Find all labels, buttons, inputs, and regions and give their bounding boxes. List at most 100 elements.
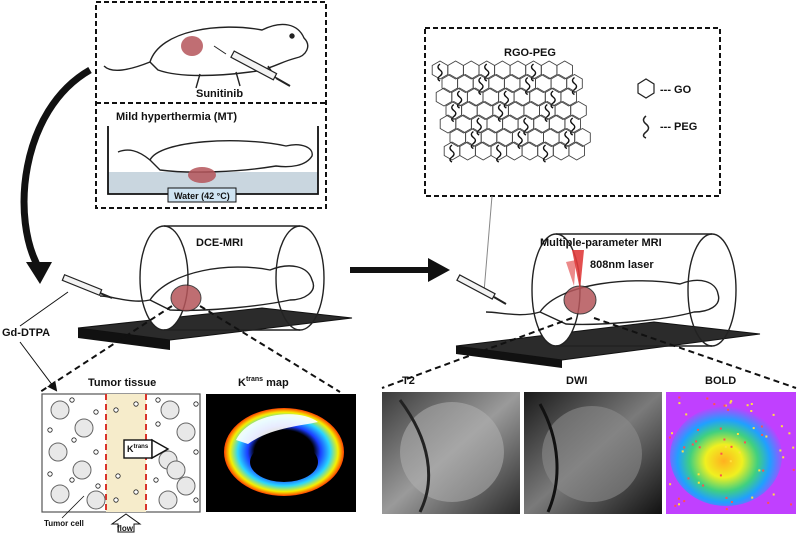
treatment-panel-border xyxy=(95,1,327,209)
peg-legend: --- PEG xyxy=(642,115,697,139)
contrast-particle xyxy=(93,449,99,455)
hexagon-cell xyxy=(439,114,457,134)
tumor-cell xyxy=(50,484,70,504)
zoom-line-right-a xyxy=(381,317,573,389)
hexagon-cell xyxy=(568,141,585,161)
bold-heatmap xyxy=(670,406,782,506)
hexagon-cell xyxy=(455,114,472,134)
bold-speckle xyxy=(683,500,686,503)
peg-chain xyxy=(496,144,502,163)
go-legend: --- GO xyxy=(637,78,692,99)
mouse-dce xyxy=(99,265,315,312)
peg-chain xyxy=(484,63,490,82)
tumor-cell xyxy=(72,460,92,480)
bold-speckle xyxy=(752,427,755,430)
scanner-table-left-edge xyxy=(78,328,170,350)
bold-speckle xyxy=(730,501,733,503)
tumor-cell xyxy=(176,476,196,496)
mild-hyperthermia-label: Mild hyperthermia (MT) xyxy=(116,111,237,123)
contrast-particle xyxy=(155,421,161,427)
hexagon-cell xyxy=(482,87,500,107)
legend-peg-label: --- PEG xyxy=(660,121,697,133)
t2-title: T2 xyxy=(402,375,415,387)
peg-chain xyxy=(530,63,537,82)
t2-tumor-region xyxy=(400,402,504,502)
bold-speckle xyxy=(706,397,709,400)
syringe-rgo-icon xyxy=(456,274,507,305)
bold-speckle xyxy=(760,425,763,428)
tumor-dce xyxy=(170,284,202,312)
flow-label: flow xyxy=(117,524,134,533)
hexagon-cell xyxy=(540,60,558,80)
tumor-tissue-panel: Tumor tissue Ktrans Tumor cell flow xyxy=(41,377,201,533)
contrast-particle xyxy=(69,477,75,483)
bold-noise xyxy=(668,396,795,511)
hexagon-cell xyxy=(548,114,566,134)
peg-chain xyxy=(550,90,556,109)
legend-go-label: --- GO xyxy=(660,84,692,96)
straight-arrow-head xyxy=(428,258,450,282)
zoom-line-right-b xyxy=(593,317,797,389)
peg-wave-icon xyxy=(642,115,650,139)
hexagon-cell xyxy=(466,87,484,107)
peg-chain xyxy=(437,63,443,82)
bold-speckle xyxy=(724,445,727,448)
bold-speckle xyxy=(767,501,770,504)
bold-speckle xyxy=(713,403,716,406)
peg-chain xyxy=(525,76,531,96)
scanner-right-ring-back xyxy=(687,233,737,347)
tumor-cell xyxy=(160,400,180,420)
water-temp-box xyxy=(167,187,237,203)
contrast-particle xyxy=(69,397,75,403)
bold-speckle xyxy=(727,408,730,411)
hexagon-cell xyxy=(496,127,513,148)
hexagon-cell xyxy=(535,73,552,94)
bold-speckle xyxy=(678,503,680,506)
hexagon-cell xyxy=(552,141,570,161)
bold-speckle xyxy=(746,404,749,407)
contrast-particle xyxy=(113,407,119,413)
curved-arrow xyxy=(20,66,92,272)
bold-speckle xyxy=(724,404,727,407)
bold-speckle xyxy=(782,456,785,459)
hexagon-cell xyxy=(447,60,464,80)
bold-speckle xyxy=(765,435,768,438)
hexagon-cell xyxy=(527,127,544,148)
peg-chain xyxy=(544,103,551,123)
bold-speckle xyxy=(695,440,698,443)
bold-speckle xyxy=(772,493,775,496)
hexagon-cell xyxy=(435,87,453,107)
contrast-particle xyxy=(193,449,199,455)
hexagon-cell xyxy=(566,73,583,94)
hexagon-cell xyxy=(480,127,498,148)
bold-speckle xyxy=(772,413,775,416)
hexagon-cell xyxy=(543,127,560,148)
dce-mri-label: DCE-MRI xyxy=(196,237,243,249)
laser-beam xyxy=(572,250,584,290)
bold-speckle xyxy=(792,468,795,471)
hexagon-cell xyxy=(533,114,550,134)
laser-label: 808nm laser xyxy=(590,259,654,271)
contrast-particle xyxy=(133,489,139,495)
contrast-particle xyxy=(113,497,119,503)
gd-pointer-line xyxy=(19,291,69,327)
bold-speckle xyxy=(681,450,684,453)
scanner-right-bore xyxy=(556,233,712,347)
scanner-bore xyxy=(164,225,300,331)
scanner-ring-back xyxy=(275,225,325,331)
bold-speckle xyxy=(750,410,753,412)
treatment-panel: Sunitinib Mild hyperthermia (MT) Water (… xyxy=(95,1,327,209)
bold-speckle xyxy=(790,503,792,506)
bold-speckle xyxy=(788,432,791,435)
peg-chain xyxy=(503,90,510,109)
t2-edge xyxy=(398,399,431,513)
hexagon-cell xyxy=(509,60,527,80)
hexagon-cell xyxy=(513,87,531,107)
hexagon-cell xyxy=(506,141,523,161)
contrast-particle xyxy=(93,409,99,415)
bold-speckle xyxy=(751,496,754,499)
bold-speckle xyxy=(678,402,681,405)
tumor-sunitinib xyxy=(181,36,203,56)
bold-speckle xyxy=(758,469,761,472)
